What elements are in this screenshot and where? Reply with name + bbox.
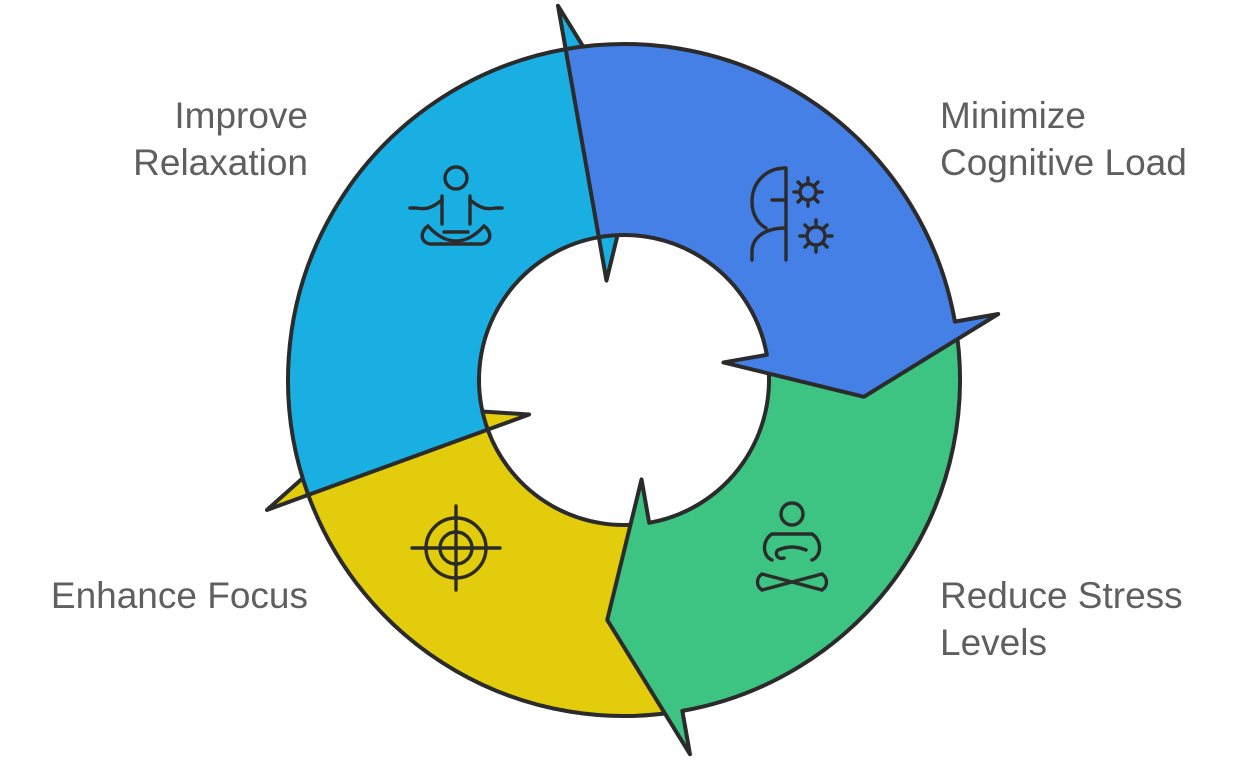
cycle-arrow-segment <box>605 319 962 757</box>
step-label-enhance-focus: Enhance Focus <box>50 575 308 616</box>
cycle-arrow-segment <box>286 3 643 497</box>
calm-person-icon <box>755 501 829 592</box>
target-crosshair-icon <box>410 504 502 592</box>
cycle-arrow-segment <box>264 403 685 718</box>
brain-gears-head-icon <box>750 166 834 262</box>
cycle-arrow-segment <box>563 42 1001 399</box>
step-label-minimize-cognitive-load: Minimize Cognitive Load <box>940 95 1187 183</box>
step-label-improve-relaxation: Improve Relaxation <box>133 95 308 183</box>
meditation-person-icon <box>408 165 504 246</box>
step-label-reduce-stress-levels: Reduce Stress Levels <box>940 575 1183 663</box>
